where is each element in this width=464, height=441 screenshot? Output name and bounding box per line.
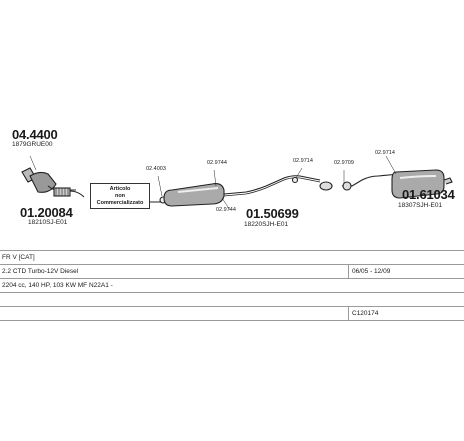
ref-label-5: 02.9709 <box>334 160 354 166</box>
info-row-catalog: C120174 <box>0 310 464 318</box>
engine-specs: 2204 cc, 140 HP, 103 KW MF N22A1 - <box>2 282 113 289</box>
part-code-3: 18220SJH-E01 <box>244 221 289 228</box>
exhaust-system-drawing <box>21 155 453 211</box>
note-line-1: Articolo <box>109 186 131 192</box>
note-line-2: non <box>114 193 126 199</box>
note-line-3: Commercializzato <box>96 200 144 206</box>
table-divider-3 <box>0 292 464 293</box>
part-code-1: 1879GRUE00 <box>12 141 53 148</box>
part-code-2: 18210SJ-E01 <box>28 219 68 226</box>
info-row-specs: 2204 cc, 140 HP, 103 KW MF N22A1 - <box>0 282 464 290</box>
ref-label-4: 02.9714 <box>293 158 313 164</box>
exhaust-diagram: 04.4400 1879GRUE00 01.20084 18210SJ-E01 … <box>12 127 455 228</box>
ref-label-6: 02.9714 <box>375 150 395 156</box>
center-muffler <box>163 183 225 207</box>
part-code-4: 18307SJH-E01 <box>398 202 443 209</box>
table-border-top <box>0 250 464 251</box>
mid-pipe <box>223 175 321 195</box>
table-col-divider-1 <box>348 264 349 278</box>
table-divider-4 <box>0 306 464 307</box>
engine-desc: 2.2 CTD Turbo-12V Diesel <box>2 268 79 275</box>
info-row-model: FR V [CAT] <box>0 254 464 262</box>
part-number-1: 04.4400 <box>12 127 58 142</box>
table-divider-1 <box>0 264 464 265</box>
catalog-code: C120174 <box>352 310 379 317</box>
clamp-2 <box>342 181 352 191</box>
model-name: FR V [CAT] <box>2 254 35 261</box>
table-divider-2 <box>0 278 464 279</box>
info-row-engine: 2.2 CTD Turbo-12V Diesel 06/05 - 12/09 <box>0 268 464 276</box>
part-number-4: 01.61034 <box>402 187 455 202</box>
production-dates: 06/05 - 12/09 <box>352 268 391 275</box>
hanger-2 <box>291 176 299 184</box>
ref-label-1: 02.4003 <box>146 166 166 172</box>
tail-tip <box>443 177 453 185</box>
table-divider-5 <box>0 320 464 321</box>
ref-label-2: 02.9744 <box>207 160 227 166</box>
front-pipe <box>69 190 85 198</box>
not-commercialized-note: Articolo non Commercializzato <box>90 183 150 209</box>
part-number-3: 01.50699 <box>246 206 299 221</box>
clamp-1 <box>319 181 333 191</box>
ref-label-3: 02.9744 <box>216 207 236 213</box>
table-col-divider-2 <box>348 306 349 320</box>
part-number-2: 01.20084 <box>20 205 73 220</box>
